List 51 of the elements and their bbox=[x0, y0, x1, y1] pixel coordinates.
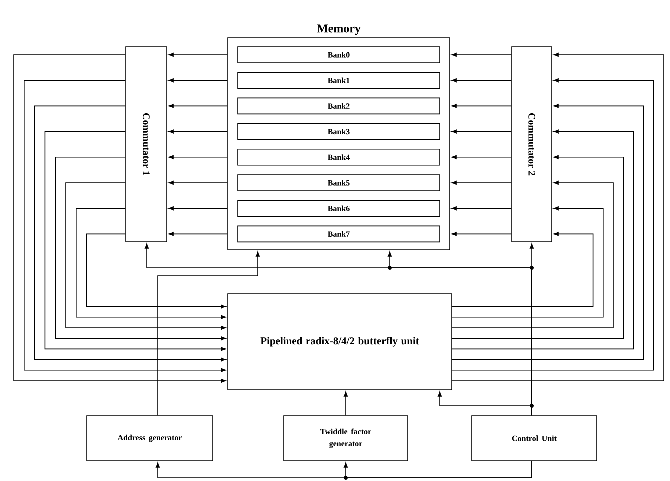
arrow bbox=[168, 104, 228, 108]
arrow bbox=[452, 104, 644, 360]
arrow bbox=[452, 206, 512, 211]
memory-bank: Bank2 bbox=[238, 98, 440, 115]
arrow bbox=[168, 206, 228, 211]
memory-bank: Bank4 bbox=[238, 149, 440, 166]
memory-bank: Bank5 bbox=[238, 174, 440, 192]
arrow bbox=[34, 106, 226, 362]
arrow bbox=[86, 234, 226, 309]
unit-box: Twiddle factor generator bbox=[284, 416, 408, 462]
arrow bbox=[168, 180, 228, 186]
arrow bbox=[452, 78, 512, 83]
memory-bank: Bank6 bbox=[238, 200, 440, 217]
arrow bbox=[452, 155, 512, 160]
arrow bbox=[452, 206, 604, 318]
arrow bbox=[452, 155, 624, 339]
arrow bbox=[452, 130, 512, 134]
unit-box: Address generator bbox=[86, 416, 214, 462]
arrow bbox=[452, 52, 664, 382]
memory-bank: Bank3 bbox=[238, 123, 440, 140]
arrow bbox=[158, 252, 260, 416]
arrow bbox=[452, 78, 654, 371]
arrow bbox=[24, 80, 226, 372]
arrow bbox=[168, 155, 228, 160]
arrow bbox=[452, 232, 594, 308]
arrow bbox=[438, 392, 532, 416]
arrow bbox=[168, 232, 228, 236]
arrow bbox=[452, 130, 634, 350]
butterfly-unit-box: Pipelined radix-8/4/2 butterfly unit bbox=[228, 294, 452, 390]
arrow bbox=[452, 52, 512, 58]
arrow bbox=[76, 208, 226, 320]
arrow bbox=[452, 104, 512, 108]
arrow bbox=[168, 78, 228, 83]
arrow bbox=[44, 131, 226, 352]
memory-bank: Bank1 bbox=[238, 72, 440, 89]
node-label: Memory bbox=[317, 24, 361, 36]
arrow bbox=[168, 52, 228, 58]
arrow bbox=[344, 461, 532, 478]
unit-box: Control Unit bbox=[472, 416, 598, 462]
arrow bbox=[452, 180, 512, 186]
commutator-box: Commutator 2 bbox=[512, 46, 552, 242]
arrow bbox=[66, 182, 226, 330]
arrow bbox=[55, 157, 226, 341]
arrow bbox=[452, 180, 614, 328]
arrow bbox=[168, 130, 228, 134]
arrow bbox=[452, 232, 512, 236]
arrow bbox=[14, 54, 226, 384]
commutator-box: Commutator 1 bbox=[126, 46, 168, 242]
arrow bbox=[344, 392, 348, 416]
memory-bank: Bank0 bbox=[238, 46, 440, 64]
memory-bank: Bank7 bbox=[238, 226, 440, 243]
